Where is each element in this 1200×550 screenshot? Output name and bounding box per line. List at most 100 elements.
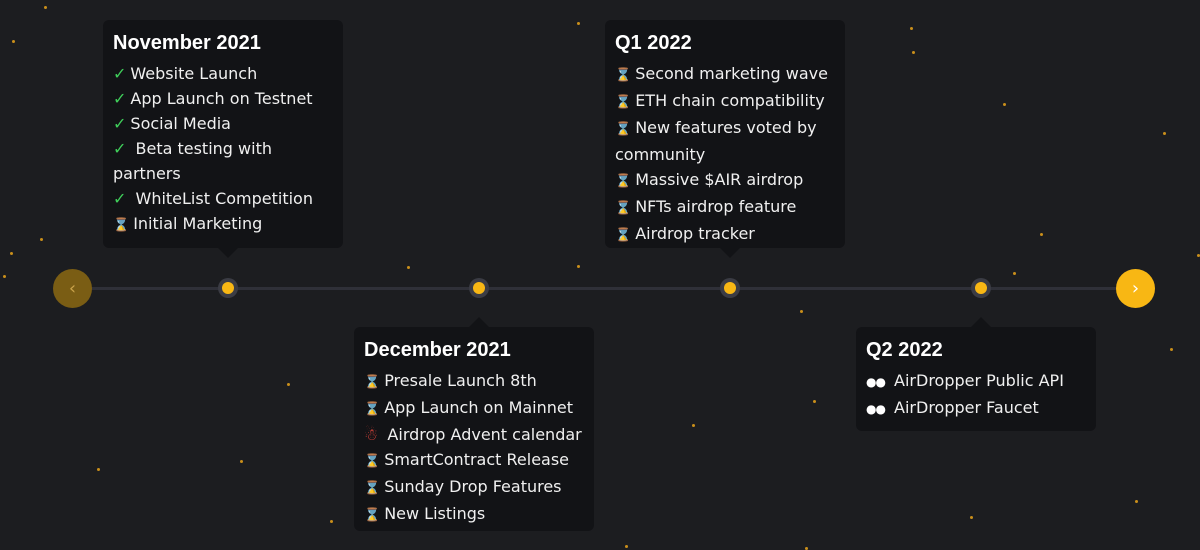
list-item: ⌛Initial Marketing (113, 211, 343, 238)
star (407, 266, 410, 269)
list-item-text: Beta testing with partners (113, 139, 272, 183)
hourglass-icon: ⌛ (615, 228, 632, 243)
list-item-text: Sunday Drop Features (384, 477, 562, 496)
milestone-card-november-2021: November 2021 ✓Website Launch ✓App Launc… (103, 20, 343, 248)
list-item-text: ETH chain compatibility (635, 91, 825, 110)
list-item-text: Social Media (130, 114, 231, 133)
star (287, 383, 290, 386)
list-item: ✓ Beta testing with partners (113, 136, 343, 186)
milestone-list: ✓Website Launch ✓App Launch on Testnet ✓… (113, 61, 343, 238)
list-item: ⌛Airdrop tracker (615, 221, 845, 248)
star (44, 6, 47, 9)
star (912, 51, 915, 54)
prev-button[interactable]: ‹ (53, 269, 92, 308)
timeline-node-december-2021[interactable] (469, 278, 489, 298)
list-item-text: SmartContract Release (384, 450, 570, 469)
milestone-title: November 2021 (113, 32, 261, 54)
hourglass-icon: ⌛ (113, 218, 130, 233)
hourglass-icon: ⌛ (615, 68, 632, 83)
star (1170, 348, 1173, 351)
check-icon: ✓ (113, 64, 127, 83)
star (240, 460, 243, 463)
list-item: ✓ WhiteList Competition (113, 186, 343, 211)
star (97, 468, 100, 471)
list-item-text: App Launch on Mainnet (384, 398, 574, 417)
timeline-node-november-2021[interactable] (218, 278, 238, 298)
list-item: ⌛NFTs airdrop feature (615, 194, 845, 221)
star (1163, 132, 1166, 135)
list-item: ⌛SmartContract Release (364, 447, 594, 474)
star (1003, 103, 1006, 106)
list-item-text: Initial Marketing (133, 214, 263, 233)
list-item-text: Website Launch (130, 64, 258, 83)
list-item-text: Airdrop Advent calendar (382, 425, 582, 444)
milestone-list: ●● AirDropper Public API ●● AirDropper F… (866, 368, 1096, 422)
star (577, 22, 580, 25)
list-item-text: NFTs airdrop feature (635, 197, 797, 216)
list-item: ⌛Sunday Drop Features (364, 474, 594, 501)
list-item: ⌛ETH chain compatibility (615, 88, 845, 115)
next-button[interactable]: › (1116, 269, 1155, 308)
star (10, 252, 13, 255)
list-item: ⌛New Listings (364, 501, 594, 528)
list-item: ●● AirDropper Faucet (866, 395, 1096, 422)
card-pointer (469, 317, 489, 327)
star (813, 400, 816, 403)
hourglass-icon: ⌛ (615, 174, 632, 189)
milestone-title: Q1 2022 (615, 32, 692, 54)
hourglass-icon: ⌛ (364, 375, 381, 390)
timeline-node-q2-2022[interactable] (971, 278, 991, 298)
list-item: ✓Social Media (113, 111, 343, 136)
eyes-icon: ●● (866, 375, 886, 389)
list-item: ✓App Launch on Testnet (113, 86, 343, 111)
list-item-text: AirDropper Faucet (888, 398, 1039, 417)
list-item: ⌛Second marketing wave (615, 61, 845, 88)
eyes-icon: ●● (866, 402, 886, 416)
star (12, 40, 15, 43)
list-item: ⌛Massive $AIR airdrop (615, 167, 845, 194)
list-item: ●● AirDropper Public API (866, 368, 1096, 395)
hourglass-icon: ⌛ (615, 95, 632, 110)
list-item-text: AirDropper Public API (888, 371, 1064, 390)
hourglass-icon: ⌛ (364, 402, 381, 417)
list-item-text: App Launch on Testnet (130, 89, 313, 108)
star (3, 275, 6, 278)
hourglass-icon: ⌛ (364, 454, 381, 469)
star (692, 424, 695, 427)
list-item: ✓Website Launch (113, 61, 343, 86)
check-icon: ✓ (113, 189, 127, 208)
timeline-node-q1-2022[interactable] (720, 278, 740, 298)
star (625, 545, 628, 548)
star (1197, 254, 1200, 257)
star (970, 516, 973, 519)
list-item: ⌛Presale Launch 8th (364, 368, 594, 395)
chevron-right-icon: › (1131, 278, 1140, 299)
list-item-text: Presale Launch 8th (384, 371, 537, 390)
chevron-left-icon: ‹ (68, 278, 77, 299)
list-item: ⌛New features voted by community (615, 115, 845, 167)
list-item-text: New Listings (384, 504, 486, 523)
list-item-text: Second marketing wave (635, 64, 828, 83)
milestone-card-q1-2022: Q1 2022 ⌛Second marketing wave ⌛ETH chai… (605, 20, 845, 248)
list-item-text: New features voted by community (615, 118, 817, 164)
star (800, 310, 803, 313)
milestone-card-december-2021: December 2021 ⌛Presale Launch 8th ⌛App L… (354, 327, 594, 531)
hourglass-icon: ⌛ (364, 481, 381, 496)
list-item-text: Massive $AIR airdrop (635, 170, 804, 189)
card-pointer (218, 248, 238, 258)
hourglass-icon: ⌛ (615, 201, 632, 216)
check-icon: ✓ (113, 114, 127, 133)
milestone-title: December 2021 (364, 339, 511, 361)
star (577, 265, 580, 268)
check-icon: ✓ (113, 139, 127, 158)
star (910, 27, 913, 30)
milestone-list: ⌛Second marketing wave ⌛ETH chain compat… (615, 61, 845, 248)
hourglass-icon: ⌛ (615, 122, 632, 137)
santa-icon: ☃ (364, 425, 379, 444)
list-item: ⌛App Launch on Mainnet (364, 395, 594, 422)
star (1040, 233, 1043, 236)
milestone-card-q2-2022: Q2 2022 ●● AirDropper Public API ●● AirD… (856, 327, 1096, 431)
star (1013, 272, 1016, 275)
check-icon: ✓ (113, 89, 127, 108)
card-pointer (720, 248, 740, 258)
